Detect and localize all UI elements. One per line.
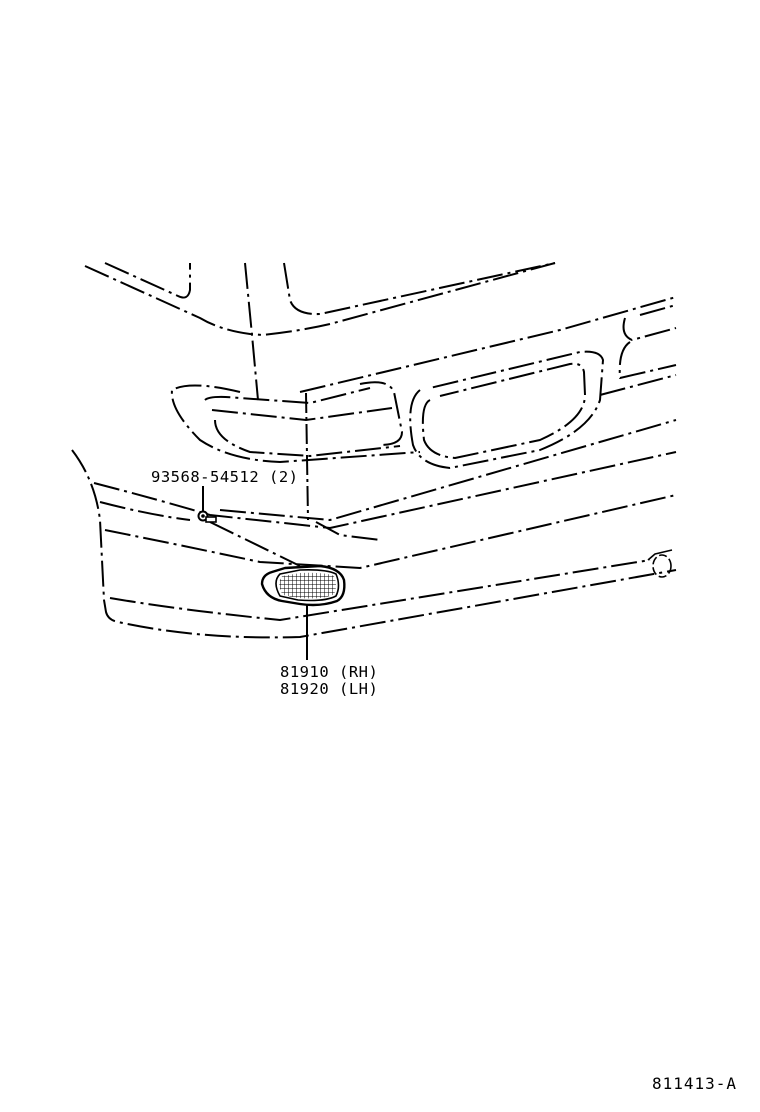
bumper-upper-band — [170, 296, 677, 463]
hood-outline — [84, 262, 556, 401]
side-marker-lamp — [260, 564, 346, 607]
lamp-lh-part-label: 81920 (LH) — [280, 680, 379, 698]
lamp-rh-part-label: 81910 (RH) — [280, 663, 379, 681]
bolt-icon — [197, 510, 217, 523]
grille-opening — [409, 304, 677, 469]
diagram-reference-code: 811413-A — [652, 1074, 738, 1093]
fog-lamp-opening — [647, 549, 673, 578]
bolt-part-label: 93568-54512 (2) — [151, 468, 299, 486]
bumper-body — [71, 419, 677, 639]
